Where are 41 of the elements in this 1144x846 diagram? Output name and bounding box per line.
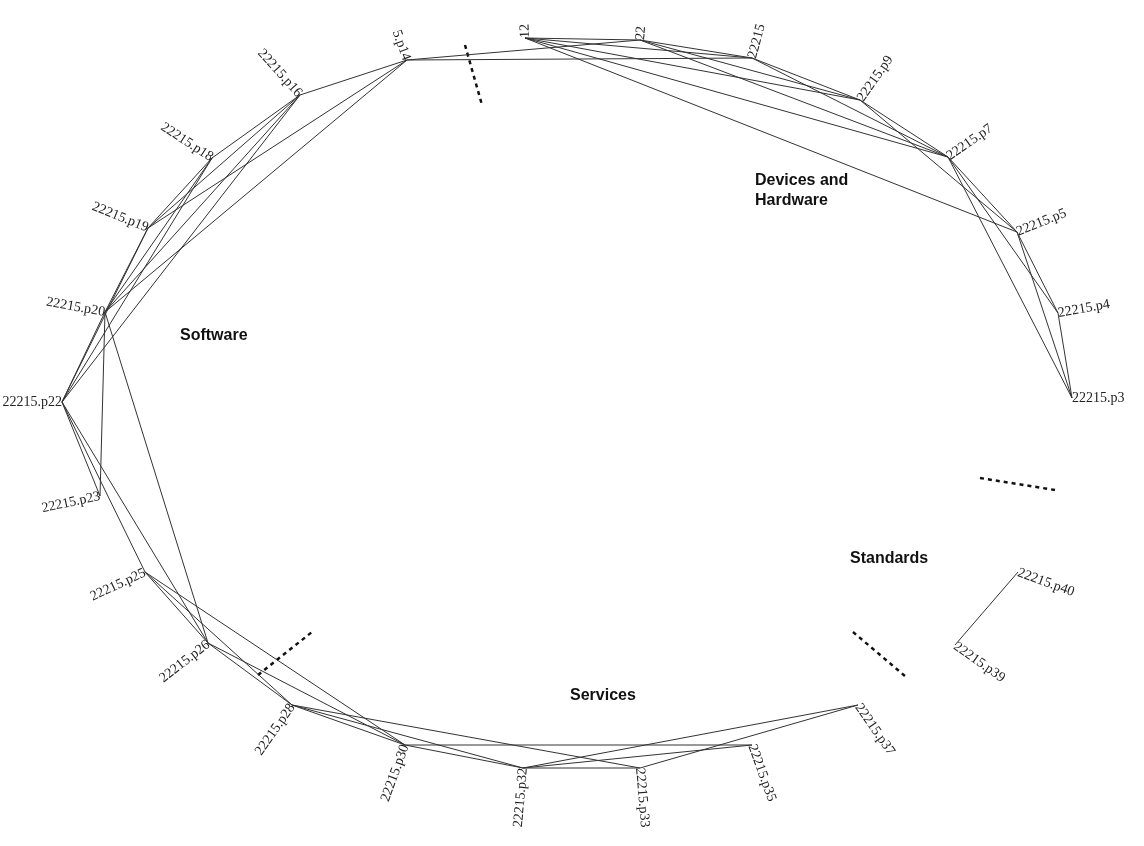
connector-line: [99, 311, 106, 497]
connector-line: [954, 571, 1019, 646]
connector-line: [104, 311, 209, 644]
connector-line: [404, 744, 753, 746]
node-label: 12: [516, 23, 533, 39]
node-label: 22215.p20: [45, 293, 107, 320]
node-label: 5.p14: [388, 27, 415, 63]
sector-label: Standards: [850, 548, 930, 568]
node-label: 22: [632, 25, 650, 41]
node-label: 22215.p33: [632, 767, 654, 828]
connector-line: [61, 157, 213, 403]
connector-line: [524, 37, 641, 41]
connector-line: [522, 767, 641, 769]
connector-line: [947, 156, 1073, 399]
connector-line: [751, 57, 861, 101]
connector-line: [299, 59, 408, 96]
sector-label: Devices and Hardware: [755, 170, 850, 210]
node-label: 22215.p32: [509, 767, 531, 828]
connector-line: [1016, 231, 1073, 399]
node-label: 22215.p3: [1072, 390, 1125, 406]
connector-line: [291, 704, 406, 746]
connector-line: [639, 39, 949, 158]
connector-line: [61, 94, 301, 403]
connector-line: [524, 37, 1018, 233]
connector-line: [1057, 312, 1073, 399]
connector-line: [61, 401, 101, 497]
sector-label: Software: [180, 325, 249, 345]
connector-line: [207, 642, 293, 706]
connector-line: [144, 571, 209, 644]
connector-line: [61, 401, 146, 573]
connector-line: [524, 37, 753, 59]
node-label: 22215.p23: [40, 488, 102, 517]
connector-line: [639, 704, 859, 769]
connector-line: [947, 156, 1059, 314]
node-label: 22215.p4: [1056, 296, 1112, 321]
connector-line: [859, 99, 1018, 233]
connector-line: [406, 57, 753, 61]
node-label: 22215: [744, 22, 769, 61]
node-label: 22215.p22: [2, 394, 62, 410]
connector-line: [207, 642, 406, 746]
sector-label: Services: [570, 685, 637, 705]
